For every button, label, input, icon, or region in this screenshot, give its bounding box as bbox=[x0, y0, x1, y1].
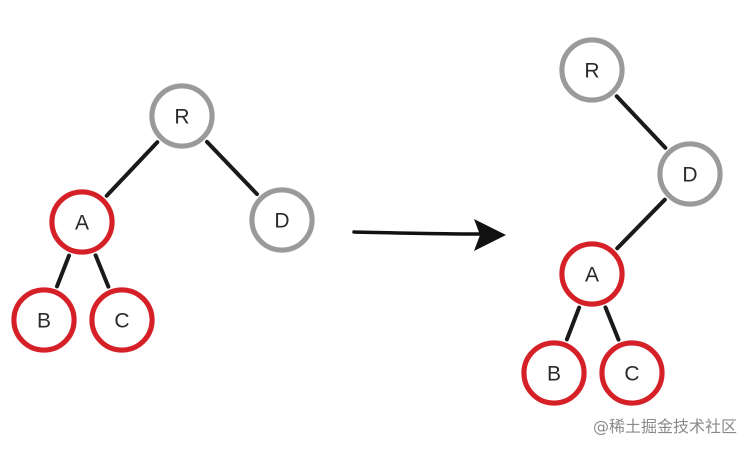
left-node-d: D bbox=[249, 187, 315, 253]
arrow-shaft bbox=[352, 230, 484, 236]
right-node-c-label: C bbox=[624, 363, 639, 386]
right-node-c: C bbox=[599, 340, 665, 406]
right-node-b-circle bbox=[521, 340, 587, 406]
right-node-c-circle bbox=[599, 340, 665, 406]
right-edge-a-b bbox=[564, 305, 582, 342]
left-node-a: A bbox=[49, 189, 115, 255]
right-edge-r-d bbox=[614, 94, 668, 150]
left-edge-a-b bbox=[55, 253, 71, 289]
left-node-c-circle bbox=[89, 287, 155, 353]
right-node-a-circle bbox=[559, 241, 625, 307]
left-edge-r-a bbox=[104, 140, 160, 198]
left-node-c-label: C bbox=[114, 310, 129, 333]
right-node-r-circle bbox=[559, 37, 625, 103]
right-node-d-circle bbox=[657, 141, 723, 207]
left-edge-a-c bbox=[93, 253, 111, 289]
left-node-r: R bbox=[149, 83, 215, 149]
left-node-d-label: D bbox=[274, 210, 289, 233]
left-node-c: C bbox=[89, 287, 155, 353]
right-node-a: A bbox=[559, 241, 625, 307]
left-node-a-label: A bbox=[75, 212, 89, 235]
transform-arrow bbox=[352, 219, 506, 251]
left-node-d-circle bbox=[249, 187, 315, 253]
nodes-layer: R A D B C R D A B C bbox=[11, 37, 723, 406]
left-edge-r-d bbox=[205, 139, 259, 197]
right-node-d-label: D bbox=[682, 164, 697, 187]
right-edge-d-a bbox=[615, 197, 667, 251]
right-node-b-label: B bbox=[547, 363, 561, 386]
right-node-a-label: A bbox=[585, 264, 599, 287]
left-node-b-label: B bbox=[37, 310, 51, 333]
right-edge-a-c bbox=[603, 305, 621, 342]
right-node-r-label: R bbox=[584, 60, 599, 83]
left-node-b-circle bbox=[11, 287, 77, 353]
left-node-r-label: R bbox=[174, 106, 189, 129]
left-node-b: B bbox=[11, 287, 77, 353]
right-node-d: D bbox=[657, 141, 723, 207]
right-node-r: R bbox=[559, 37, 625, 103]
watermark: @稀土掘金技术社区 bbox=[592, 417, 737, 436]
right-node-b: B bbox=[521, 340, 587, 406]
left-node-r-circle bbox=[149, 83, 215, 149]
edges-layer bbox=[55, 94, 668, 342]
arrow-head bbox=[474, 219, 506, 251]
left-node-a-circle bbox=[49, 189, 115, 255]
